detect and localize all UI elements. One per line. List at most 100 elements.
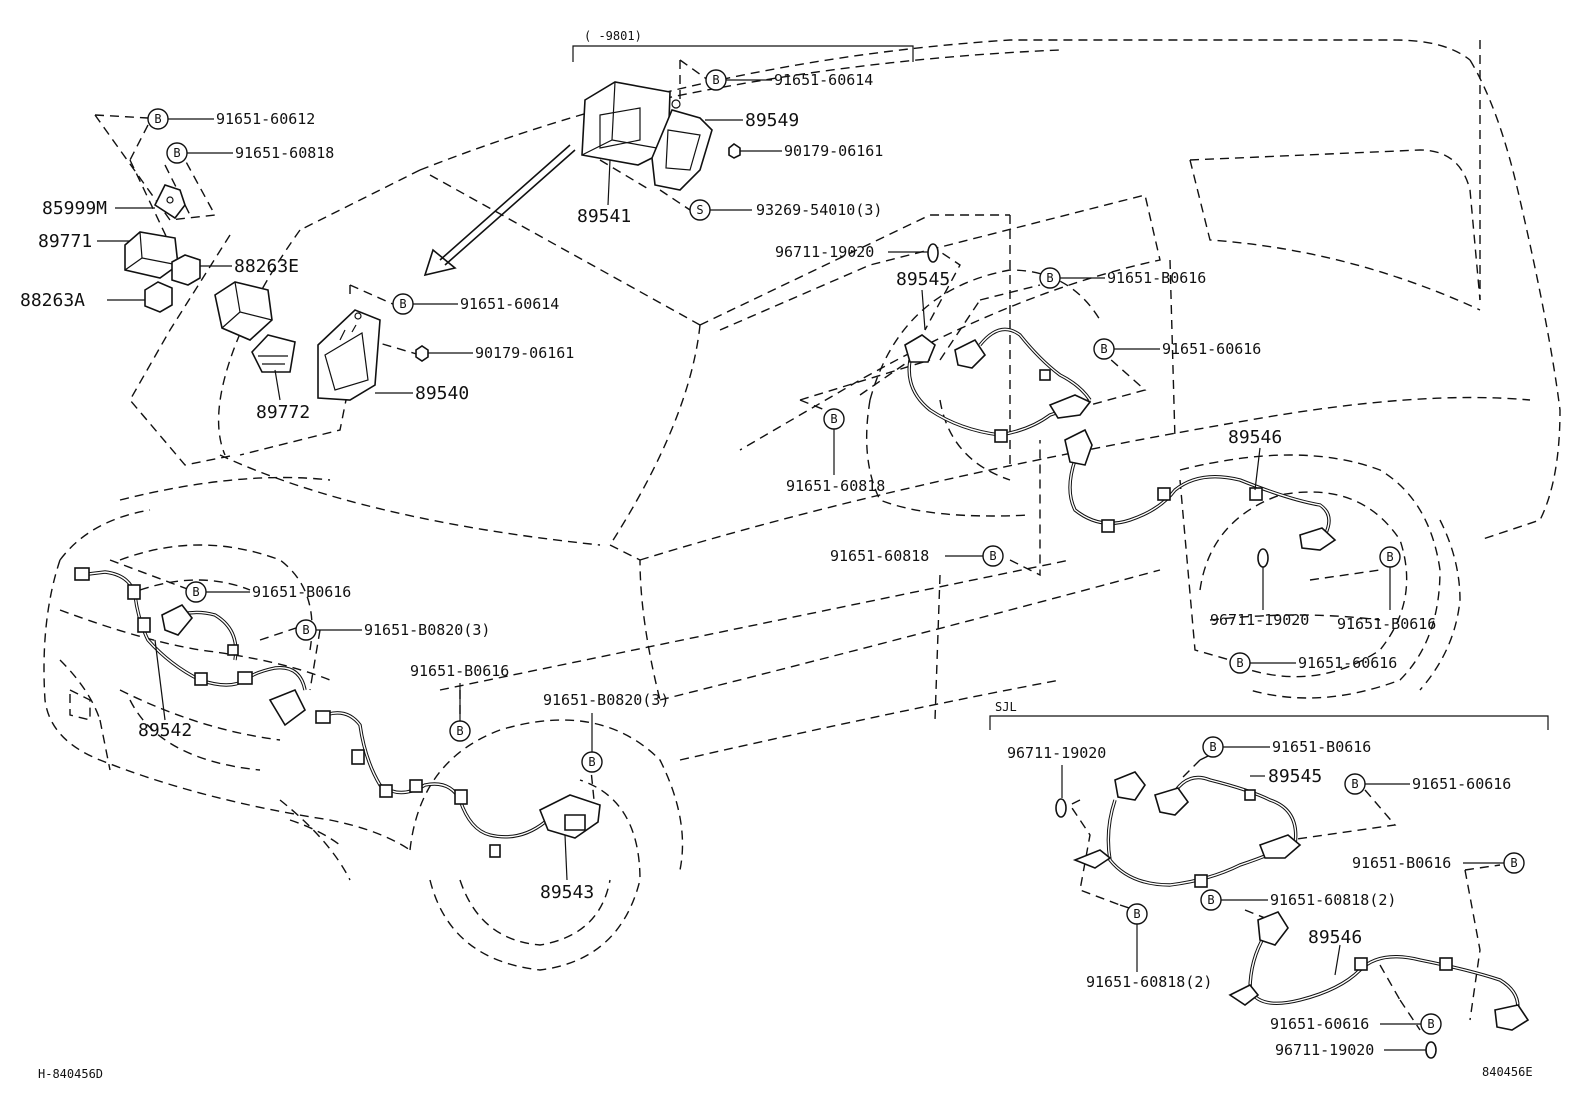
svg-text:B: B [830, 412, 837, 426]
label-96711-19020: 96711-19020 [775, 243, 874, 261]
clip-96711-19020 [927, 243, 1437, 1059]
svg-text:B: B [456, 724, 463, 738]
label-89545: 89545 [1268, 766, 1322, 787]
svg-text:B: B [1236, 656, 1243, 670]
label-91651-b0616: 91651-B0616 [410, 662, 509, 680]
bracket-89549 [651, 99, 713, 191]
bolt-badge: B [449, 720, 471, 742]
label-88263a: 88263A [20, 290, 85, 311]
label-89546: 89546 [1308, 927, 1362, 948]
label-91651-60616: 91651-60616 [1162, 340, 1261, 358]
label-88263e: 88263E [234, 256, 299, 277]
bolt-badge: B [166, 142, 188, 164]
bolt-badge: B [1344, 773, 1366, 795]
bolt-badge: B [982, 545, 1004, 567]
svg-text:B: B [302, 623, 309, 637]
svg-text:B: B [1510, 856, 1517, 870]
label-89546: 89546 [1228, 427, 1282, 448]
bolt-badge: B [1379, 546, 1401, 568]
label-91651-b0616: 91651-B0616 [1272, 738, 1371, 756]
nut-90179-06161-b [728, 143, 741, 159]
vehicle-outline [43, 39, 1561, 971]
rear-left-sensor-89545 [904, 327, 1092, 443]
label-91651-60614: 91651-60614 [460, 295, 559, 313]
connector-89772 [251, 334, 296, 373]
svg-text:B: B [1386, 550, 1393, 564]
header-bracket: ( -9801) [572, 29, 914, 62]
bolt-badge: B [705, 69, 727, 91]
screw-badge: S [689, 199, 711, 221]
label-89543: 89543 [540, 882, 594, 903]
sjl-sensor-89546 [1228, 911, 1530, 1031]
label-91651-60616: 91651-60616 [1298, 654, 1397, 672]
bolt-badge: B [1126, 903, 1148, 925]
bolt-badge: B [295, 619, 317, 641]
svg-text:B: B [192, 585, 199, 599]
bolt-badge: B [1202, 736, 1224, 758]
label-85999m: 85999M [42, 198, 107, 219]
front-left-sensor-89542 [74, 567, 307, 727]
direction-arrow [423, 144, 576, 277]
part-labels: 91651-60612 91651-60818 85999M 89771 882… [20, 71, 1533, 1081]
svg-text:B: B [1427, 1017, 1434, 1031]
svg-text:B: B [1351, 777, 1358, 791]
bolt-badge: B [1093, 338, 1115, 360]
bolt-badge: B [147, 108, 169, 130]
bolt-badge: B [185, 581, 207, 603]
label-91651-60616: 91651-60616 [1270, 1015, 1369, 1033]
svg-text:B: B [173, 146, 180, 160]
label-91651-60818: 91651-60818(2) [1270, 891, 1396, 909]
svg-text:B: B [1100, 342, 1107, 356]
bolt-badge: B [1200, 889, 1222, 911]
svg-text:B: B [1133, 907, 1140, 921]
label-91651-b0616: 91651-B0616 [1337, 615, 1436, 633]
ecu-89540 [317, 309, 381, 401]
label-89541: 89541 [577, 206, 631, 227]
label-91651-60818: 91651-60818 [830, 547, 929, 565]
label-91651-b0616: 91651-B0616 [1352, 854, 1451, 872]
svg-text:B: B [712, 73, 719, 87]
label-leaders [97, 79, 1504, 1051]
label-91651-60818: 91651-60818 [786, 477, 885, 495]
label-89772: 89772 [256, 402, 310, 423]
label-91651-60612: 91651-60612 [216, 110, 315, 128]
label-89542: 89542 [138, 720, 192, 741]
footer-left-code: H-840456D [38, 1067, 103, 1081]
svg-text:B: B [1207, 893, 1214, 907]
badges: B B B S B B B B B B B B B B B B B B B B … [147, 69, 1525, 1035]
label-91651-60818: 91651-60818 [235, 144, 334, 162]
bolt-badge: B [1420, 1013, 1442, 1035]
svg-text:B: B [399, 297, 406, 311]
bolt-badge: B [1503, 852, 1525, 874]
bolt-badge: B [581, 751, 603, 773]
svg-text:B: B [1046, 271, 1053, 285]
sjl-sensor-89545 [1072, 771, 1302, 888]
label-96711-19020: 96711-19020 [1210, 611, 1309, 629]
relay-88263e [171, 254, 201, 286]
svg-text:B: B [989, 549, 996, 563]
bolt-badge: B [392, 293, 414, 315]
bolt-badge: B [1229, 652, 1251, 674]
label-93269-54010: 93269-54010(3) [756, 201, 882, 219]
sjl-frame: SJL [989, 700, 1549, 730]
bolt-badge: B [1039, 267, 1061, 289]
nut-90179-06161 [415, 345, 429, 362]
label-91651-b0616: 91651-B0616 [252, 583, 351, 601]
bracket-85999m [153, 184, 186, 220]
svg-text:B: B [1209, 740, 1216, 754]
svg-text:B: B [154, 112, 161, 126]
label-89771: 89771 [38, 231, 92, 252]
label-91651-b0616: 91651-B0616 [1107, 269, 1206, 287]
label-96711-19020: 96711-19020 [1275, 1041, 1374, 1059]
label-91651-60818: 91651-60818(2) [1086, 973, 1212, 991]
label-91651-b0820: 91651-B0820(3) [543, 691, 669, 709]
footer-right-code: 840456E [1482, 1065, 1533, 1079]
variant-label: SJL [995, 700, 1017, 714]
label-89549: 89549 [745, 110, 799, 131]
rear-right-sensor-89546 [1064, 428, 1337, 551]
relay-89771 [124, 231, 179, 279]
label-90179-06161: 90179-06161 [784, 142, 883, 160]
front-right-sensor-89543 [315, 710, 601, 858]
label-96711-19020: 96711-19020 [1007, 744, 1106, 762]
